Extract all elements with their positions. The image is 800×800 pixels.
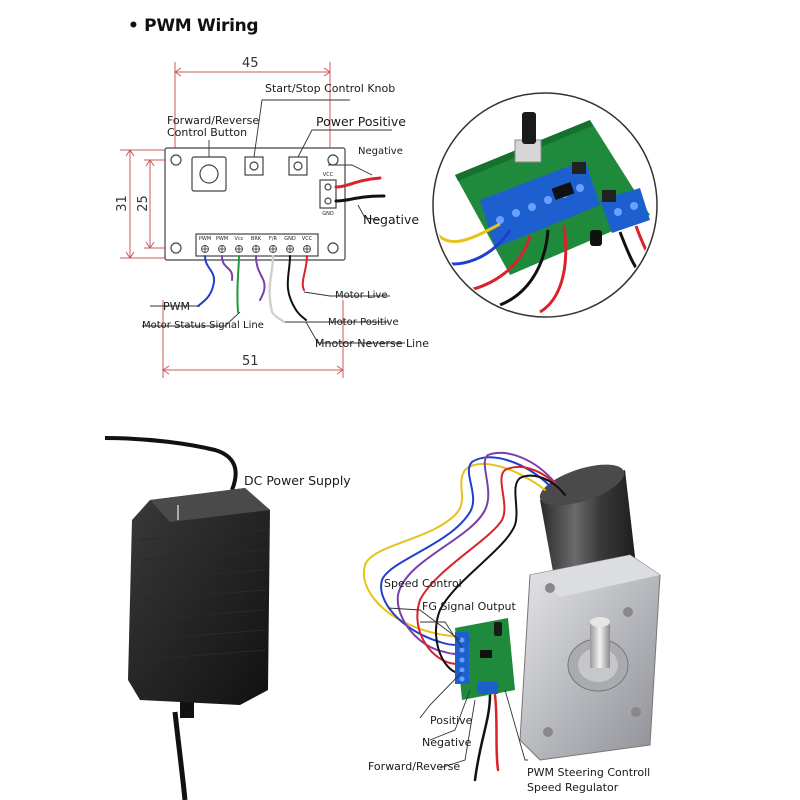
- gear-motor: [519, 464, 661, 761]
- regulator-label-line2: Speed Regulator: [527, 781, 619, 794]
- side-pin-label: GND: [322, 211, 334, 217]
- power-adapter: [104, 436, 270, 800]
- pin-label: Vcc: [235, 236, 244, 242]
- motor-positive-label: Motor Positive: [328, 317, 399, 328]
- dimension-label-45: 45: [242, 56, 259, 71]
- regulator-label-line1: PWM Steering Controll: [527, 766, 651, 779]
- positive-label: Positive: [430, 714, 473, 727]
- pin-label: PWM: [216, 236, 228, 242]
- pin-label: PWM: [199, 236, 211, 242]
- dimension-45: [174, 62, 331, 150]
- section-title: • PWM Wiring: [128, 16, 259, 36]
- negative-label: Negative: [363, 212, 420, 227]
- board-wires: [197, 176, 386, 324]
- start-stop-label: Start/Stop Control Knob: [265, 82, 396, 95]
- control-button-label: Control Button: [167, 126, 248, 139]
- board-outline: [164, 147, 346, 261]
- pin-label: BRK: [251, 236, 262, 242]
- leader-lines: [142, 99, 405, 344]
- lower-leader-lines: [387, 607, 528, 769]
- dimension-label-25: 25: [135, 195, 151, 212]
- pin-label: F/R: [269, 236, 278, 242]
- speed-control-label: Speed Control: [384, 577, 462, 590]
- pin-labels: PWM PWM Vcc BRK F/R GND VCC VCC GND: [199, 172, 334, 242]
- dimension-label-51: 51: [242, 354, 259, 369]
- motor-wires: [362, 451, 566, 782]
- side-pin-label: VCC: [323, 172, 334, 178]
- fg-signal-label: FG Signal Output: [422, 600, 516, 613]
- negative-lower-label: Negative: [422, 736, 472, 749]
- pwm-label: PWM: [163, 300, 191, 313]
- terminal-pins: [201, 245, 311, 253]
- dimension-label-31: 31: [114, 195, 130, 212]
- forward-reverse-lower-label: Forward/Reverse: [368, 760, 461, 773]
- board-photo-inset: [432, 92, 658, 318]
- power-positive-label: Power Positive: [316, 114, 406, 129]
- negative-top-label: Negative: [358, 146, 403, 157]
- motor-reverse-label: Mnotor Neverse Line: [315, 337, 429, 350]
- controller-board: [455, 618, 515, 700]
- dimension-51: [162, 300, 344, 378]
- motor-live-label: Motor Live: [335, 290, 388, 301]
- pin-label: GND: [284, 236, 296, 242]
- pin-label: VCC: [302, 236, 313, 242]
- dimension-31: [120, 149, 170, 259]
- motor-status-label: Motor Status Signal Line: [142, 320, 264, 331]
- dc-power-supply-label: DC Power Supply: [244, 473, 351, 488]
- forward-reverse-label: Forward/Reverse: [167, 114, 260, 127]
